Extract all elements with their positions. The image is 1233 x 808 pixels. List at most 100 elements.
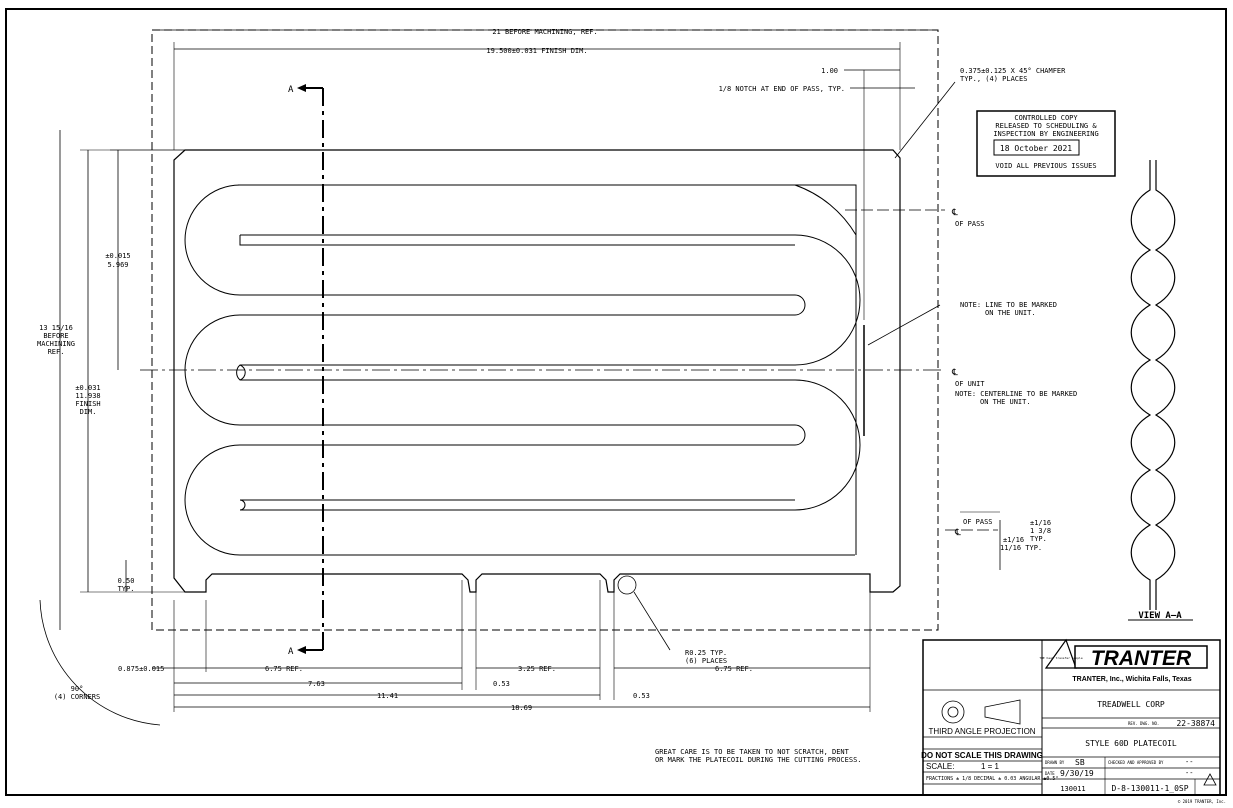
note-line-1: NOTE: LINE TO BE MARKED [960,301,1057,309]
pass-return [236,234,861,511]
note-cl-2: ON THE UNIT. [980,398,1031,406]
note-notch: 1/8 NOTCH AT END OF PASS, TYP. [719,85,845,93]
dim-left-height-1: 13 15/16 [39,324,73,332]
section-label-top: A [288,85,294,95]
sheet-border [5,8,1227,796]
centerline-symbol-pass: ℄ [951,208,958,218]
dim-ref-675a: 6.75 REF. [265,665,303,673]
note-line-2: ON THE UNIT. [985,309,1036,317]
care-note-1: GREAT CARE IS TO BE TAKEN TO NOT SCRATCH… [655,748,850,756]
centerline-symbol-bottom: ℄ [954,528,961,538]
title-block [922,639,1221,796]
tol-5: 11/16 TYP. [1000,544,1042,552]
view-aa-label: VIEW A—A [1138,611,1182,621]
customer-name: TREADWELL CORP [1097,700,1165,709]
finish-plate-outline [173,149,901,593]
view-aa-profile [1130,160,1176,610]
warning-triangle [1203,773,1217,786]
dim-overall-width: 21 BEFORE MACHINING, REF. [492,28,597,36]
leader-chamfer [894,81,956,159]
projection-cone [984,699,1021,725]
tranter-logo-badge: THE heat transfer people [1039,656,1083,660]
stamp-line-2: RELEASED TO SCHEDULING & [995,122,1097,130]
copyright: © 2019 TRANTER, Inc. [1178,799,1226,804]
dim-edge-offset: 0.875±0.015 [118,665,164,673]
company-name: TRANTER, Inc., Wichita Falls, Texas [1072,676,1191,683]
scale-value: 1 = 1 [981,762,1000,771]
section-arrowhead-bottom [297,646,306,654]
third-angle-projection: THIRD ANGLE PROJECTION [928,727,1035,736]
tolerance-note: FRACTIONS ± 1/8 DECIMAL ± 0.03 ANGULAR ±… [926,776,1058,782]
dim-radius-2: (6) PLACES [685,657,727,665]
job-number: 130011 [1060,785,1085,793]
label-of-unit: OF UNIT [955,380,985,388]
tol-1: ±1/16 [1030,519,1051,527]
dim-left-height-2: BEFORE [43,332,68,340]
centerline-symbol-unit: ℄ [951,368,958,378]
date-dash: -- [1185,769,1193,777]
pass-outline-upper [238,184,857,436]
note-chamfer-2: TYP., (4) PLACES [960,75,1027,83]
drawing-title: STYLE 60D PLATECOIL [1085,739,1177,748]
care-note-2: OR MARK THE PLATECOIL DURING THE CUTTING… [655,756,862,764]
section-label-bottom: A [288,647,294,657]
dim-finish-height-3: FINISH [75,400,100,408]
rev-number: 22-38874 [1176,719,1215,728]
checked-dash: -- [1185,758,1193,766]
rev-label: REV. DWG. NO. [1128,721,1159,726]
scale-label: SCALE: [926,762,954,771]
pass-outer [240,184,857,555]
stamp-footer: VOID ALL PREVIOUS ISSUES [995,162,1096,170]
note-cl-1: NOTE: CENTERLINE TO BE MARKED [955,390,1077,398]
stamp-date: 18 October 2021 [1000,144,1072,153]
pass-upper [184,184,855,556]
date-value: 9/30/19 [1060,769,1094,778]
projection-circle-inner [947,706,959,718]
dim-finish-height-2: 11.938 [75,392,100,400]
drawn-label: DRAWN BY [1045,760,1065,765]
dim-corner-angle-2: (4) CORNERS [54,693,100,701]
dim-notch-offset: 1.00 [821,67,838,75]
dim-finish-height-4: DIM. [80,408,97,416]
dim-finish-width: 19.500±0.031 FINISH DIM. [486,47,587,55]
label-of-pass-bottom: OF PASS [963,518,993,526]
dim-radius-1: R0.25 TYP. [685,649,727,657]
raw-plate-outline [151,29,939,631]
tol-2: 1 3/8 [1030,527,1051,535]
drawing-number: D-8-130011-1_0SP [1111,784,1188,793]
stamp-line-1: CONTROLLED COPY [1014,114,1078,122]
dim-left-height-3: MACHINING [37,340,75,348]
dim-ref-675b: 6.75 REF. [715,665,753,673]
tranter-logo-triangle [1044,638,1077,669]
dim-763: 7.63 [308,680,325,688]
checked-label: CHECKED AND APPROVED BY [1108,760,1164,765]
dim-corner-angle-1: 90° [71,685,84,693]
corner-angle-arc [39,599,161,726]
label-of-pass: OF PASS [955,220,985,228]
dim-finish-height-1: ±0.031 [75,384,100,392]
tranter-logo-box [1074,645,1208,669]
stamp-line-3: INSPECTION BY ENGINEERING [993,130,1098,138]
date-label: DATE [1045,771,1055,776]
pass-inner-top [239,235,795,501]
dim-tab-height-2: TYP. [118,585,135,593]
dim-ref-325: 3.25 REF. [518,665,556,673]
tol-3: TYP. [1030,535,1047,543]
stamp-box [976,110,1116,177]
radius-marker [617,575,637,595]
leader-radius [633,591,671,651]
drawn-by: SB [1075,758,1085,767]
dim-1869: 18.69 [511,704,532,712]
dim-pitch-1: ±0.015 [105,252,130,260]
dim-pitch-2: 5.969 [107,261,128,269]
tranter-logo-text: TRANTER [1091,647,1192,670]
dim-1141: 11.41 [377,692,398,700]
dim-053b: 0.53 [633,692,650,700]
note-chamfer-1: 0.375±0.125 X 45° CHAMFER [960,67,1066,75]
stamp-date-box [993,139,1080,156]
dim-053a: 0.53 [493,680,510,688]
do-not-scale: DO NOT SCALE THIS DRAWING [921,751,1043,760]
section-arrowhead-top [297,84,306,92]
dim-tab-height-1: 0.50 [118,577,135,585]
